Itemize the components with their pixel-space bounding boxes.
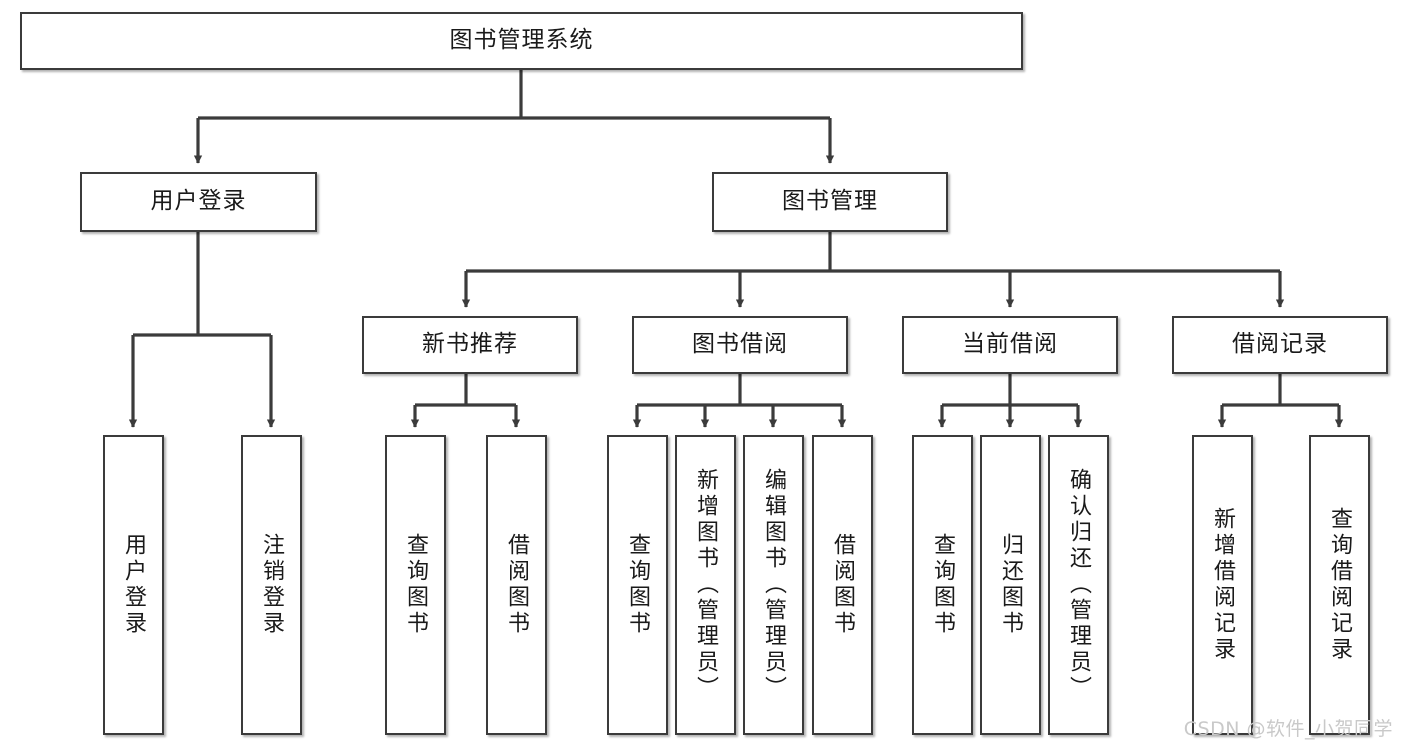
node-book-management[interactable]: 图书管理	[712, 172, 948, 232]
leaf-user-login-login[interactable]: 用户登录	[103, 435, 164, 735]
leaf-current-confirm-return-admin-label: 确认归还（管理员）	[1066, 468, 1092, 702]
node-root-label: 图书管理系统	[449, 27, 594, 54]
node-current-borrow-label: 当前借阅	[962, 331, 1058, 358]
leaf-borrow-add-book-admin[interactable]: 新增图书（管理员）	[675, 435, 736, 735]
leaf-borrow-edit-book-admin-label: 编辑图书（管理员）	[761, 468, 787, 702]
leaf-current-confirm-return-admin[interactable]: 确认归还（管理员）	[1048, 435, 1109, 735]
leaf-user-login-logout[interactable]: 注销登录	[241, 435, 302, 735]
leaf-user-login-logout-label: 注销登录	[259, 533, 285, 637]
leaf-current-return-book-label: 归还图书	[998, 533, 1024, 637]
node-borrow-record[interactable]: 借阅记录	[1172, 316, 1388, 374]
node-book-borrow[interactable]: 图书借阅	[632, 316, 848, 374]
leaf-borrow-borrow-book[interactable]: 借阅图书	[812, 435, 873, 735]
node-current-borrow[interactable]: 当前借阅	[902, 316, 1118, 374]
node-book-management-label: 图书管理	[782, 188, 878, 215]
leaf-borrow-borrow-book-label: 借阅图书	[830, 533, 856, 637]
leaf-recommend-query-book-label: 查询图书	[403, 533, 429, 637]
leaf-user-login-login-label: 用户登录	[121, 533, 147, 637]
leaf-borrow-edit-book-admin[interactable]: 编辑图书（管理员）	[743, 435, 804, 735]
leaf-record-query-record[interactable]: 查询借阅记录	[1309, 435, 1370, 735]
leaf-record-add-record[interactable]: 新增借阅记录	[1192, 435, 1253, 735]
node-book-borrow-label: 图书借阅	[692, 331, 788, 358]
node-new-book-recommend[interactable]: 新书推荐	[362, 316, 578, 374]
leaf-current-query-book-label: 查询图书	[930, 533, 956, 637]
leaf-record-add-record-label: 新增借阅记录	[1210, 507, 1236, 663]
leaf-recommend-borrow-book[interactable]: 借阅图书	[486, 435, 547, 735]
node-user-login-label: 用户登录	[150, 188, 247, 215]
leaf-record-query-record-label: 查询借阅记录	[1327, 507, 1353, 663]
leaf-current-query-book[interactable]: 查询图书	[912, 435, 973, 735]
leaf-borrow-add-book-admin-label: 新增图书（管理员）	[693, 468, 719, 702]
leaf-recommend-borrow-book-label: 借阅图书	[504, 533, 530, 637]
leaf-borrow-query-book[interactable]: 查询图书	[607, 435, 668, 735]
node-user-login[interactable]: 用户登录	[80, 172, 317, 232]
leaf-current-return-book[interactable]: 归还图书	[980, 435, 1041, 735]
leaf-borrow-query-book-label: 查询图书	[625, 533, 651, 637]
leaf-recommend-query-book[interactable]: 查询图书	[385, 435, 446, 735]
node-root[interactable]: 图书管理系统	[20, 12, 1023, 70]
node-borrow-record-label: 借阅记录	[1232, 331, 1328, 358]
node-new-book-recommend-label: 新书推荐	[422, 331, 518, 358]
